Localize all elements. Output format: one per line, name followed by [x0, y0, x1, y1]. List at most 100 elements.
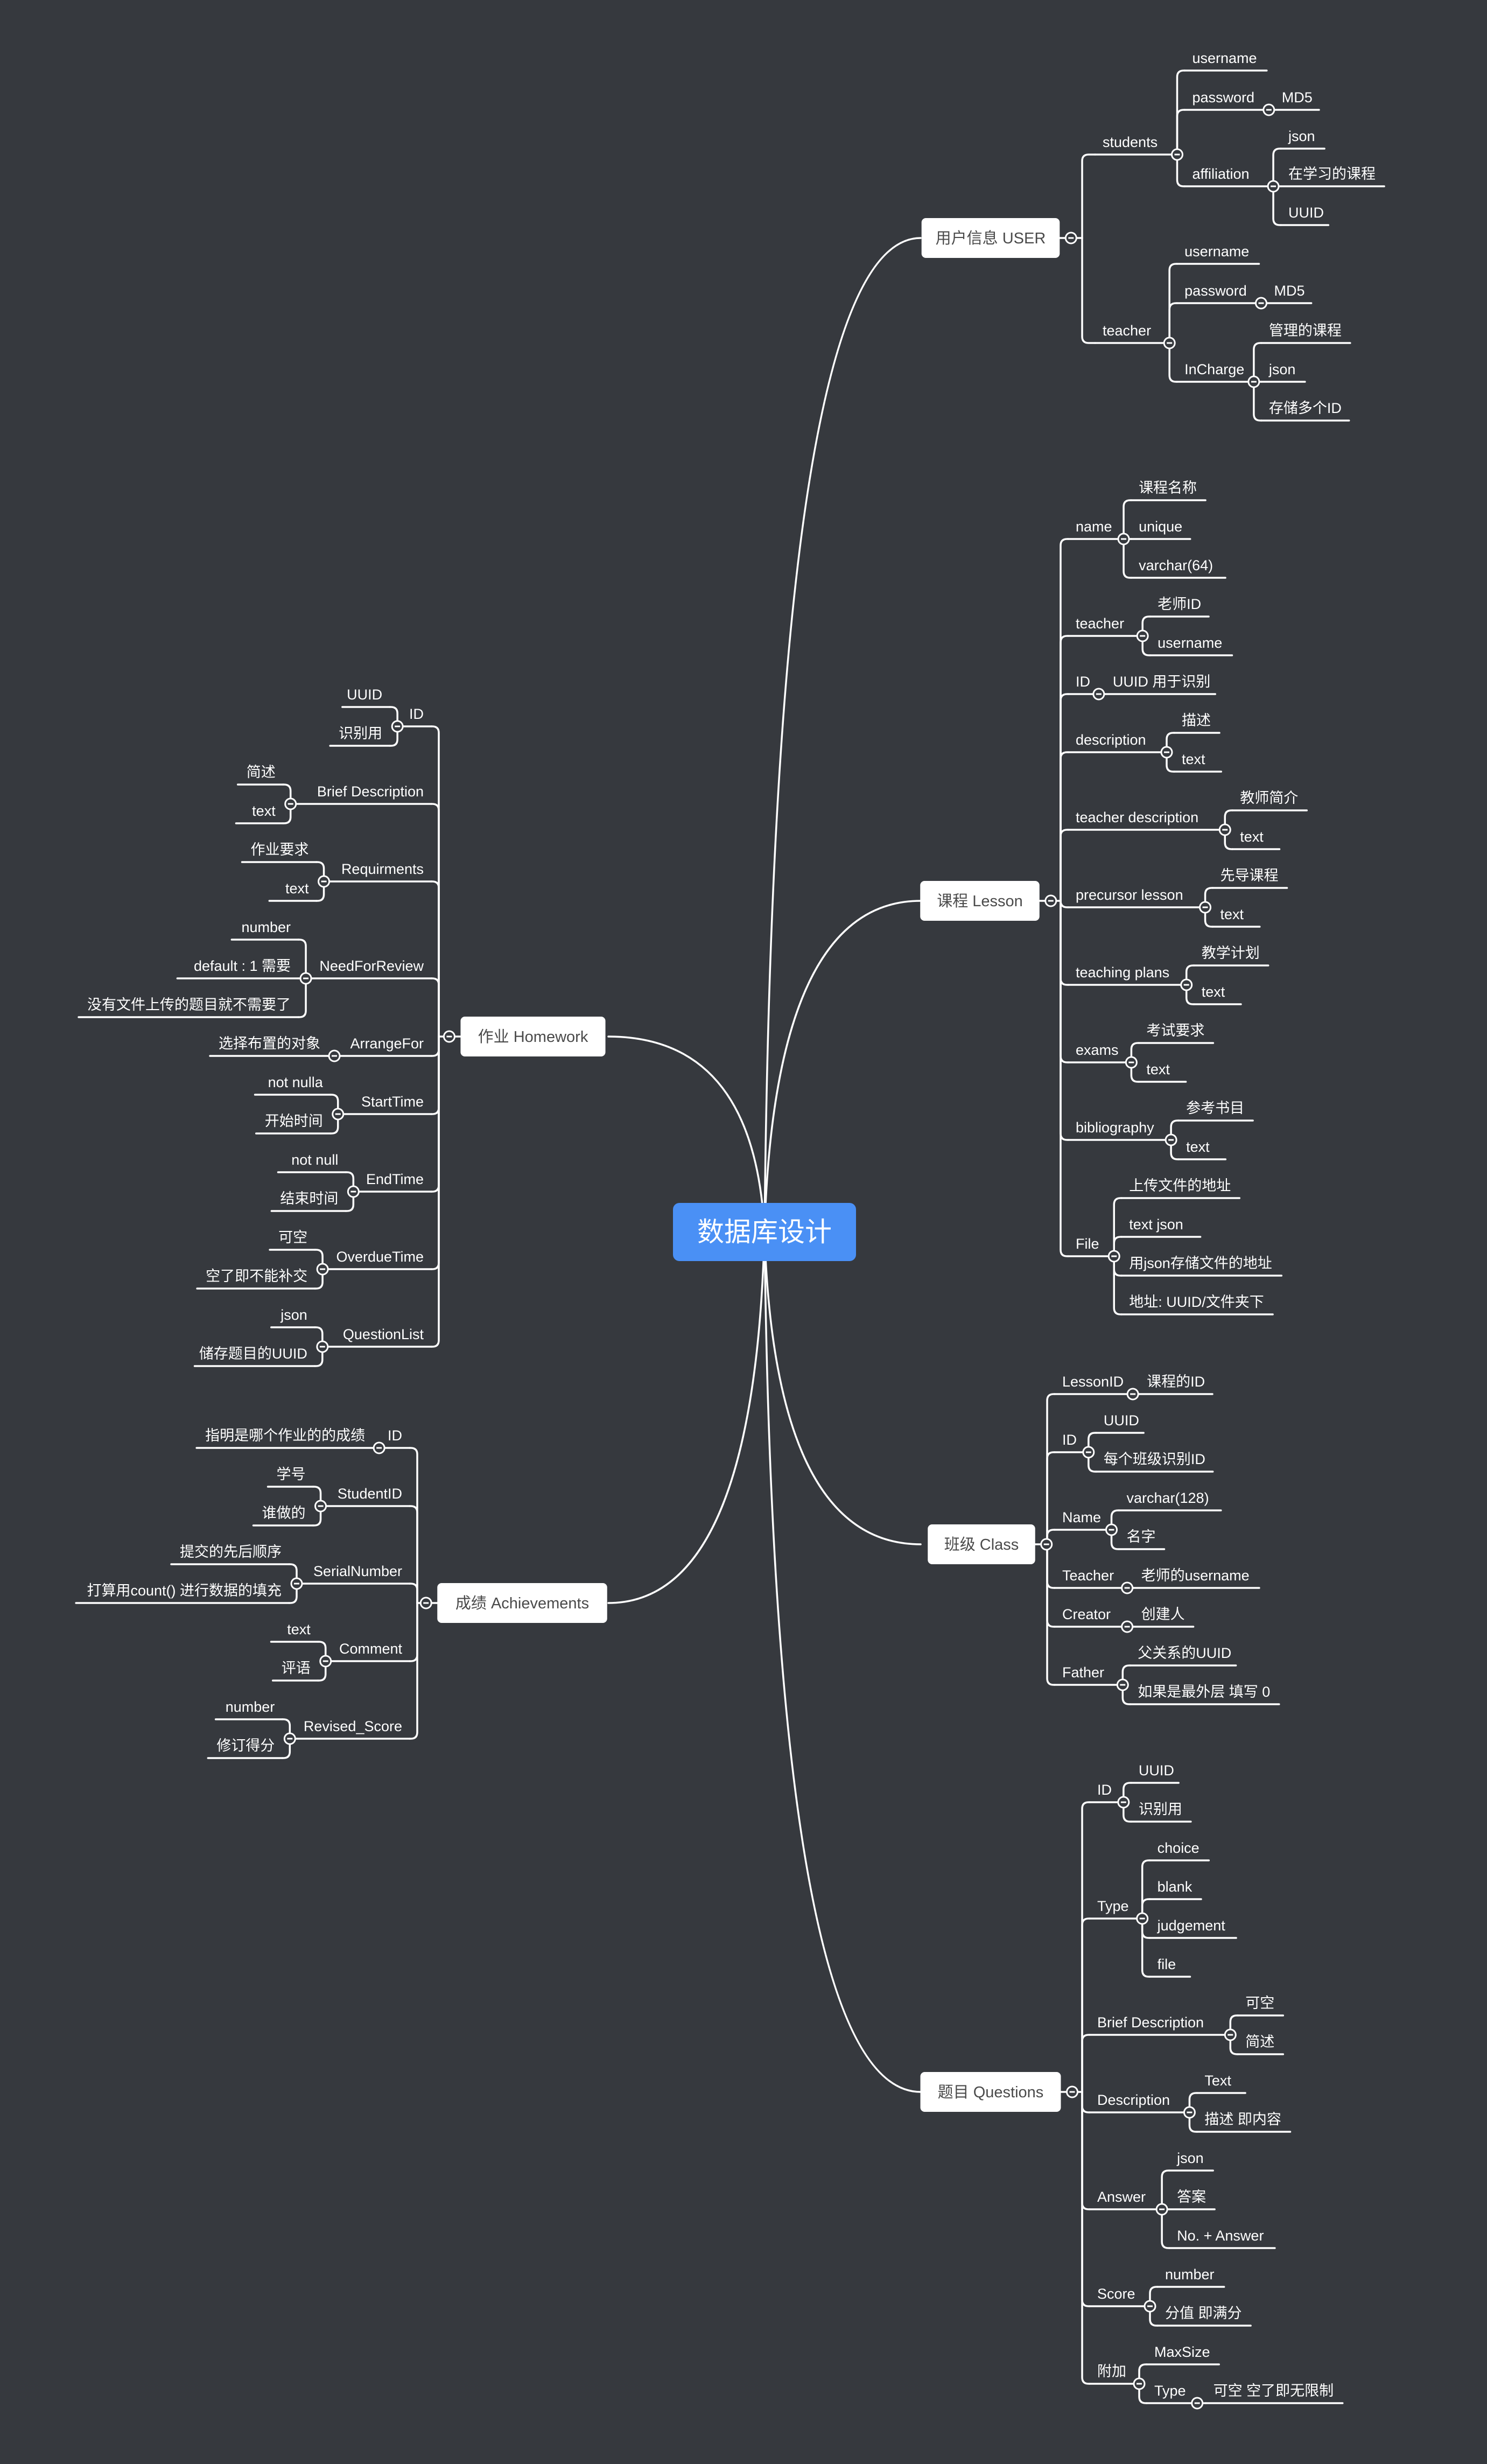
- lesson-field-teacher-value-2: username: [1158, 635, 1222, 651]
- homework-field-questionlist: QuestionList: [343, 1326, 424, 1342]
- homework-field-arrangefor-value-1: 选择布置的对象: [219, 1035, 320, 1052]
- lesson-field-file-value-3: 用json存储文件的地址: [1129, 1255, 1272, 1271]
- homework-field-endtime-value-2: 结束时间: [280, 1191, 338, 1207]
- homework-field-needforreview-value-1: number: [242, 919, 291, 935]
- questions-field-type-value-1: choice: [1158, 1840, 1200, 1856]
- students-node: students: [1103, 134, 1158, 150]
- lesson-field-description: description: [1076, 732, 1146, 748]
- questions-field-answer-value-3: No. + Answer: [1177, 2228, 1264, 2244]
- topic-class-label: 班级 Class: [944, 1536, 1019, 1553]
- students-password: password: [1192, 89, 1254, 106]
- lesson-field-file-value-4: 地址: UUID/文件夹下: [1129, 1294, 1264, 1310]
- lesson-field-teacher-description-value-2: text: [1240, 829, 1264, 845]
- questions-field-description-value-2: 描述 即内容: [1204, 2111, 1281, 2127]
- homework-field-brief-description: Brief Description: [317, 783, 424, 800]
- topic-user[interactable]: [921, 218, 1060, 258]
- teacher-incharge-c1: 管理的课程: [1269, 323, 1342, 339]
- lesson-field-teacher-value-1: 老师ID: [1158, 596, 1201, 612]
- topic-user-label: 用户信息 USER: [936, 229, 1046, 247]
- teacher-username: username: [1184, 243, 1249, 260]
- questions-field-type-value-3: judgement: [1157, 1917, 1226, 1934]
- homework-field-requirments-value-2: text: [285, 880, 309, 897]
- topic-questions[interactable]: [920, 2072, 1061, 2112]
- lesson-field-name-value-2: unique: [1139, 519, 1182, 535]
- teacher-password-md5: MD5: [1274, 283, 1304, 299]
- lesson-field-teaching-plans-value-2: text: [1202, 984, 1225, 1000]
- topic-class[interactable]: [928, 1524, 1035, 1564]
- lesson-field-bibliography-value-2: text: [1186, 1139, 1210, 1155]
- topic-lesson[interactable]: [920, 881, 1040, 921]
- questions-field-id-value-2: 识别用: [1139, 1801, 1182, 1817]
- class-field-id-value-2: 每个班级识别ID: [1104, 1451, 1205, 1467]
- teacher-node: teacher: [1103, 323, 1151, 339]
- homework-field-id-value-1: UUID: [347, 687, 382, 703]
- homework-field-needforreview-value-2: default : 1 需要: [194, 958, 291, 974]
- lesson-field-teaching-plans-value-1: 教学计划: [1202, 945, 1260, 961]
- topic-homework-label: 作业 Homework: [478, 1028, 588, 1046]
- homework-field-endtime: EndTime: [366, 1171, 424, 1187]
- questions-extra-maxsize: MaxSize: [1154, 2344, 1210, 2360]
- achievements-field-studentid-value-2: 谁做的: [262, 1505, 306, 1521]
- topic-achievements[interactable]: [437, 1583, 607, 1623]
- lesson-field-description-value-1: 描述: [1182, 712, 1211, 729]
- teacher-incharge-c3: 存储多个ID: [1269, 400, 1342, 416]
- class-field-creator-value-1: 创建人: [1141, 1606, 1185, 1622]
- lesson-field-bibliography-value-1: 参考书目: [1186, 1100, 1244, 1116]
- achievements-field-serialnumber-value-2: 打算用count() 进行数据的填充: [87, 1583, 282, 1599]
- homework-field-starttime: StartTime: [361, 1094, 424, 1110]
- root-topic[interactable]: [673, 1203, 856, 1261]
- homework-field-requirments: Requirments: [341, 861, 424, 877]
- class-field-id-value-1: UUID: [1104, 1412, 1139, 1429]
- teacher-incharge: InCharge: [1184, 361, 1244, 377]
- class-field-creator: Creator: [1062, 1606, 1111, 1622]
- homework-field-overduetime-value-2: 空了即不能补交: [206, 1268, 307, 1284]
- homework-field-id-value-2: 识别用: [339, 725, 382, 741]
- lesson-field-exams-value-1: 考试要求: [1146, 1023, 1204, 1039]
- class-field-teacher: Teacher: [1062, 1567, 1114, 1584]
- achievements-field-studentid: StudentID: [338, 1486, 402, 1502]
- teacher-password: password: [1184, 283, 1247, 299]
- lesson-field-bibliography: bibliography: [1076, 1119, 1154, 1136]
- class-field-name-value-1: varchar(128): [1127, 1490, 1209, 1506]
- lesson-field-precursor-lesson-value-2: text: [1221, 906, 1244, 922]
- homework-field-brief-description-value-2: text: [252, 803, 276, 819]
- questions-extra-type-value: 可空 空了即无限制: [1214, 2383, 1334, 2399]
- lesson-field-teacher-description: teacher description: [1076, 809, 1198, 825]
- homework-field-requirments-value-1: 作业要求: [251, 842, 309, 858]
- class-field-lessonid: LessonID: [1062, 1374, 1124, 1390]
- questions-field-answer: Answer: [1097, 2189, 1146, 2205]
- students-password-md5: MD5: [1282, 89, 1313, 106]
- root-topic-label: 数据库设计: [697, 1217, 832, 1247]
- achievements-field-studentid-value-1: 学号: [277, 1466, 306, 1482]
- homework-field-brief-description-value-1: 简述: [247, 764, 276, 780]
- class-field-father-value-2: 如果是最外层 填写 0: [1138, 1684, 1270, 1700]
- lesson-field-exams-value-2: text: [1146, 1061, 1170, 1077]
- class-field-name-value-2: 名字: [1127, 1529, 1156, 1545]
- achievements-field-revised-score-value-1: number: [226, 1699, 275, 1715]
- homework-field-endtime-value-1: not null: [291, 1152, 338, 1168]
- class-field-id: ID: [1062, 1432, 1077, 1448]
- lesson-field-id-value-1: UUID 用于识别: [1113, 674, 1211, 690]
- lesson-field-file-value-2: text json: [1129, 1216, 1183, 1233]
- achievements-field-revised-score-value-2: 修订得分: [216, 1738, 275, 1754]
- topic-homework[interactable]: [460, 1017, 606, 1056]
- questions-field-type-value-2: blank: [1158, 1879, 1193, 1895]
- lesson-field-exams: exams: [1076, 1042, 1119, 1058]
- lesson-field-name-value-3: varchar(64): [1139, 557, 1213, 573]
- topic-achievements-label: 成绩 Achievements: [455, 1594, 589, 1612]
- class-field-teacher-value-1: 老师的username: [1141, 1567, 1250, 1584]
- homework-field-questionlist-value-1: json: [280, 1307, 307, 1323]
- students-affiliation-c1: json: [1288, 128, 1315, 144]
- achievements-field-serialnumber-value-1: 提交的先后顺序: [180, 1544, 282, 1560]
- achievements-field-id-value-1: 指明是哪个作业的的成绩: [205, 1427, 365, 1444]
- class-field-name: Name: [1062, 1509, 1101, 1525]
- questions-field-id: ID: [1097, 1782, 1112, 1798]
- questions-field-type-value-4: file: [1158, 1956, 1176, 1972]
- achievements-field-revised-score: Revised_Score: [304, 1718, 402, 1734]
- homework-field-id: ID: [409, 706, 424, 722]
- questions-field-answer-value-2: 答案: [1177, 2189, 1206, 2205]
- questions-field-answer-value-1: json: [1176, 2150, 1204, 2166]
- questions-field-description-value-1: Text: [1204, 2073, 1231, 2089]
- achievements-field-comment-value-2: 评语: [282, 1660, 311, 1676]
